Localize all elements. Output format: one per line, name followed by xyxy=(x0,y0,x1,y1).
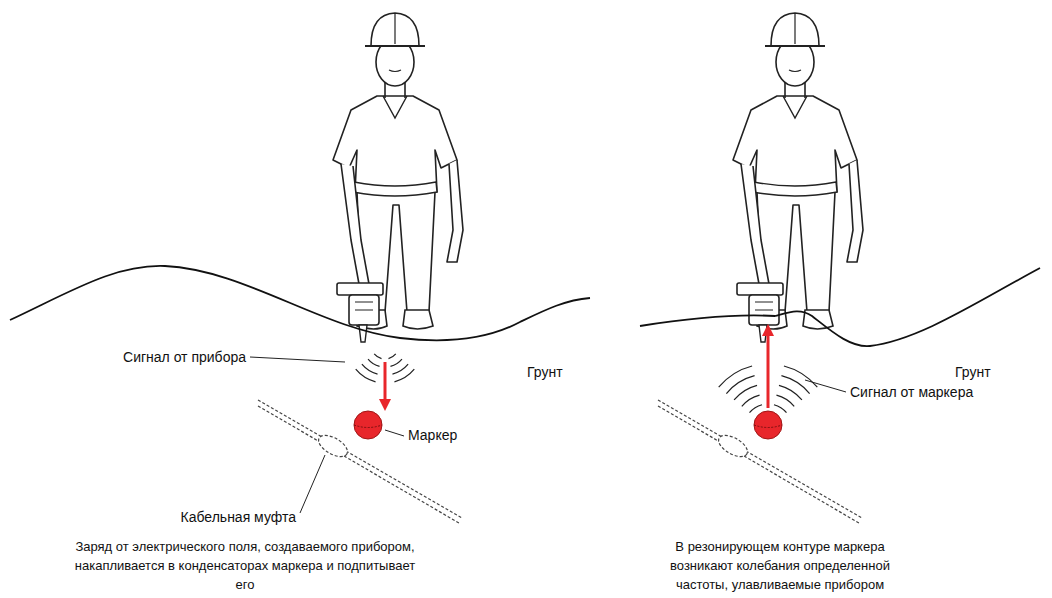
part-label: Маркер xyxy=(408,427,457,444)
ground-line xyxy=(10,266,590,340)
drawing-stroke xyxy=(754,425,782,428)
caption-note: Заряд от электрического поля, создаваемо… xyxy=(70,537,420,594)
cable-with-splice xyxy=(658,400,862,523)
worker-figure xyxy=(333,13,463,342)
ground-line xyxy=(640,268,1040,346)
signal-label: Сигнал от маркера xyxy=(850,384,973,401)
signal-label: Сигнал от прибора xyxy=(123,349,246,366)
leader-line xyxy=(805,380,846,392)
cable-with-splice xyxy=(258,400,462,523)
signal-wave xyxy=(374,354,396,359)
ground-label: Грунт xyxy=(527,364,563,381)
part-label: Кабельная муфта xyxy=(181,509,296,526)
caption-note: В резонирующем контуре маркера возникают… xyxy=(645,537,915,594)
marker-ball xyxy=(354,411,382,439)
leader-line xyxy=(385,430,404,436)
leader-line xyxy=(250,357,345,362)
worker-figure xyxy=(733,13,863,342)
marker-ball xyxy=(754,411,782,439)
leader-line xyxy=(300,455,325,513)
signal-arrow xyxy=(384,362,387,405)
signal-arrow xyxy=(767,330,770,408)
ground-label: Грунт xyxy=(955,364,991,381)
drawing-stroke xyxy=(354,425,382,428)
